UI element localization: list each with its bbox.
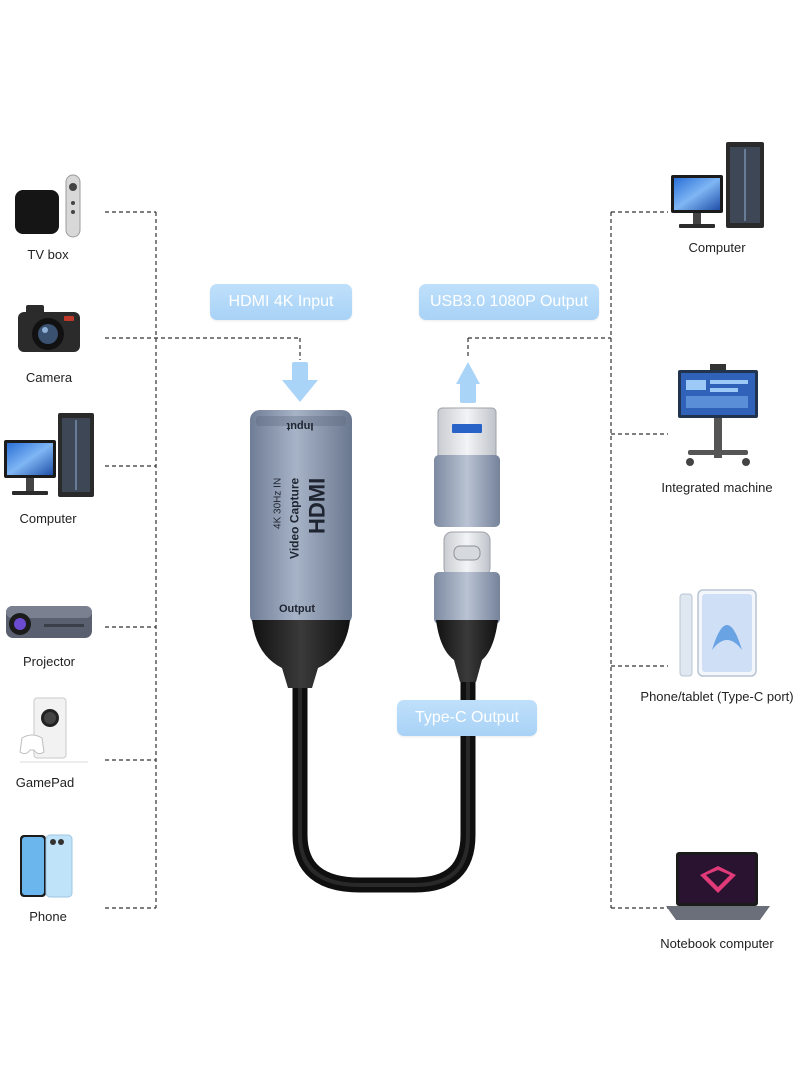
spec-label: 4K 30Hz IN	[272, 477, 284, 529]
left-device-label-gamepad: GamePad	[15, 775, 75, 790]
product-label: Video Capture	[287, 477, 302, 559]
phone-icon	[20, 834, 73, 898]
laptop-icon	[666, 852, 770, 920]
tablet-icon	[679, 589, 757, 677]
typec-output-callout: Type-C Output	[397, 700, 537, 736]
output-arrow-icon	[456, 362, 480, 403]
usb-c-adapter	[434, 531, 500, 682]
input-port-label: Input	[286, 420, 314, 432]
capture-card-label: HDMI Video Capture 4K 30Hz IN	[272, 473, 330, 559]
interactive-display-icon	[678, 364, 758, 466]
right-connector-lines	[467, 211, 668, 909]
right-device-label-phone-tablet: Phone/tablet (Type-C port)	[640, 689, 794, 704]
capture-card	[250, 410, 352, 688]
brand-label: HDMI	[304, 477, 330, 535]
left-device-label-phone: Phone	[29, 909, 67, 924]
projector-icon	[6, 606, 92, 638]
tv-box-icon	[15, 174, 81, 238]
left-device-label-projector: Projector	[22, 654, 76, 669]
left-device-label-computer: Computer	[19, 511, 77, 526]
right-device-label-integrated-machine: Integrated machine	[661, 480, 773, 495]
left-device-label-tv-box: TV box	[27, 247, 69, 262]
right-device-label-notebook: Notebook computer	[660, 936, 774, 951]
output-port-label: Output	[278, 603, 316, 615]
desktop-computer-icon	[4, 413, 94, 497]
hdmi-input-callout: HDMI 4K Input	[210, 284, 352, 320]
left-device-label-camera: Camera	[25, 370, 73, 385]
usb-a-connector	[434, 407, 500, 527]
usb-output-callout: USB3.0 1080P Output	[419, 284, 599, 320]
left-connector-lines	[105, 211, 301, 909]
input-arrow-icon	[282, 362, 318, 402]
cable	[292, 662, 476, 893]
desktop-computer-icon	[671, 142, 764, 228]
game-console-icon	[19, 697, 88, 763]
right-device-label-computer: Computer	[688, 240, 746, 255]
camera-icon	[18, 305, 80, 352]
